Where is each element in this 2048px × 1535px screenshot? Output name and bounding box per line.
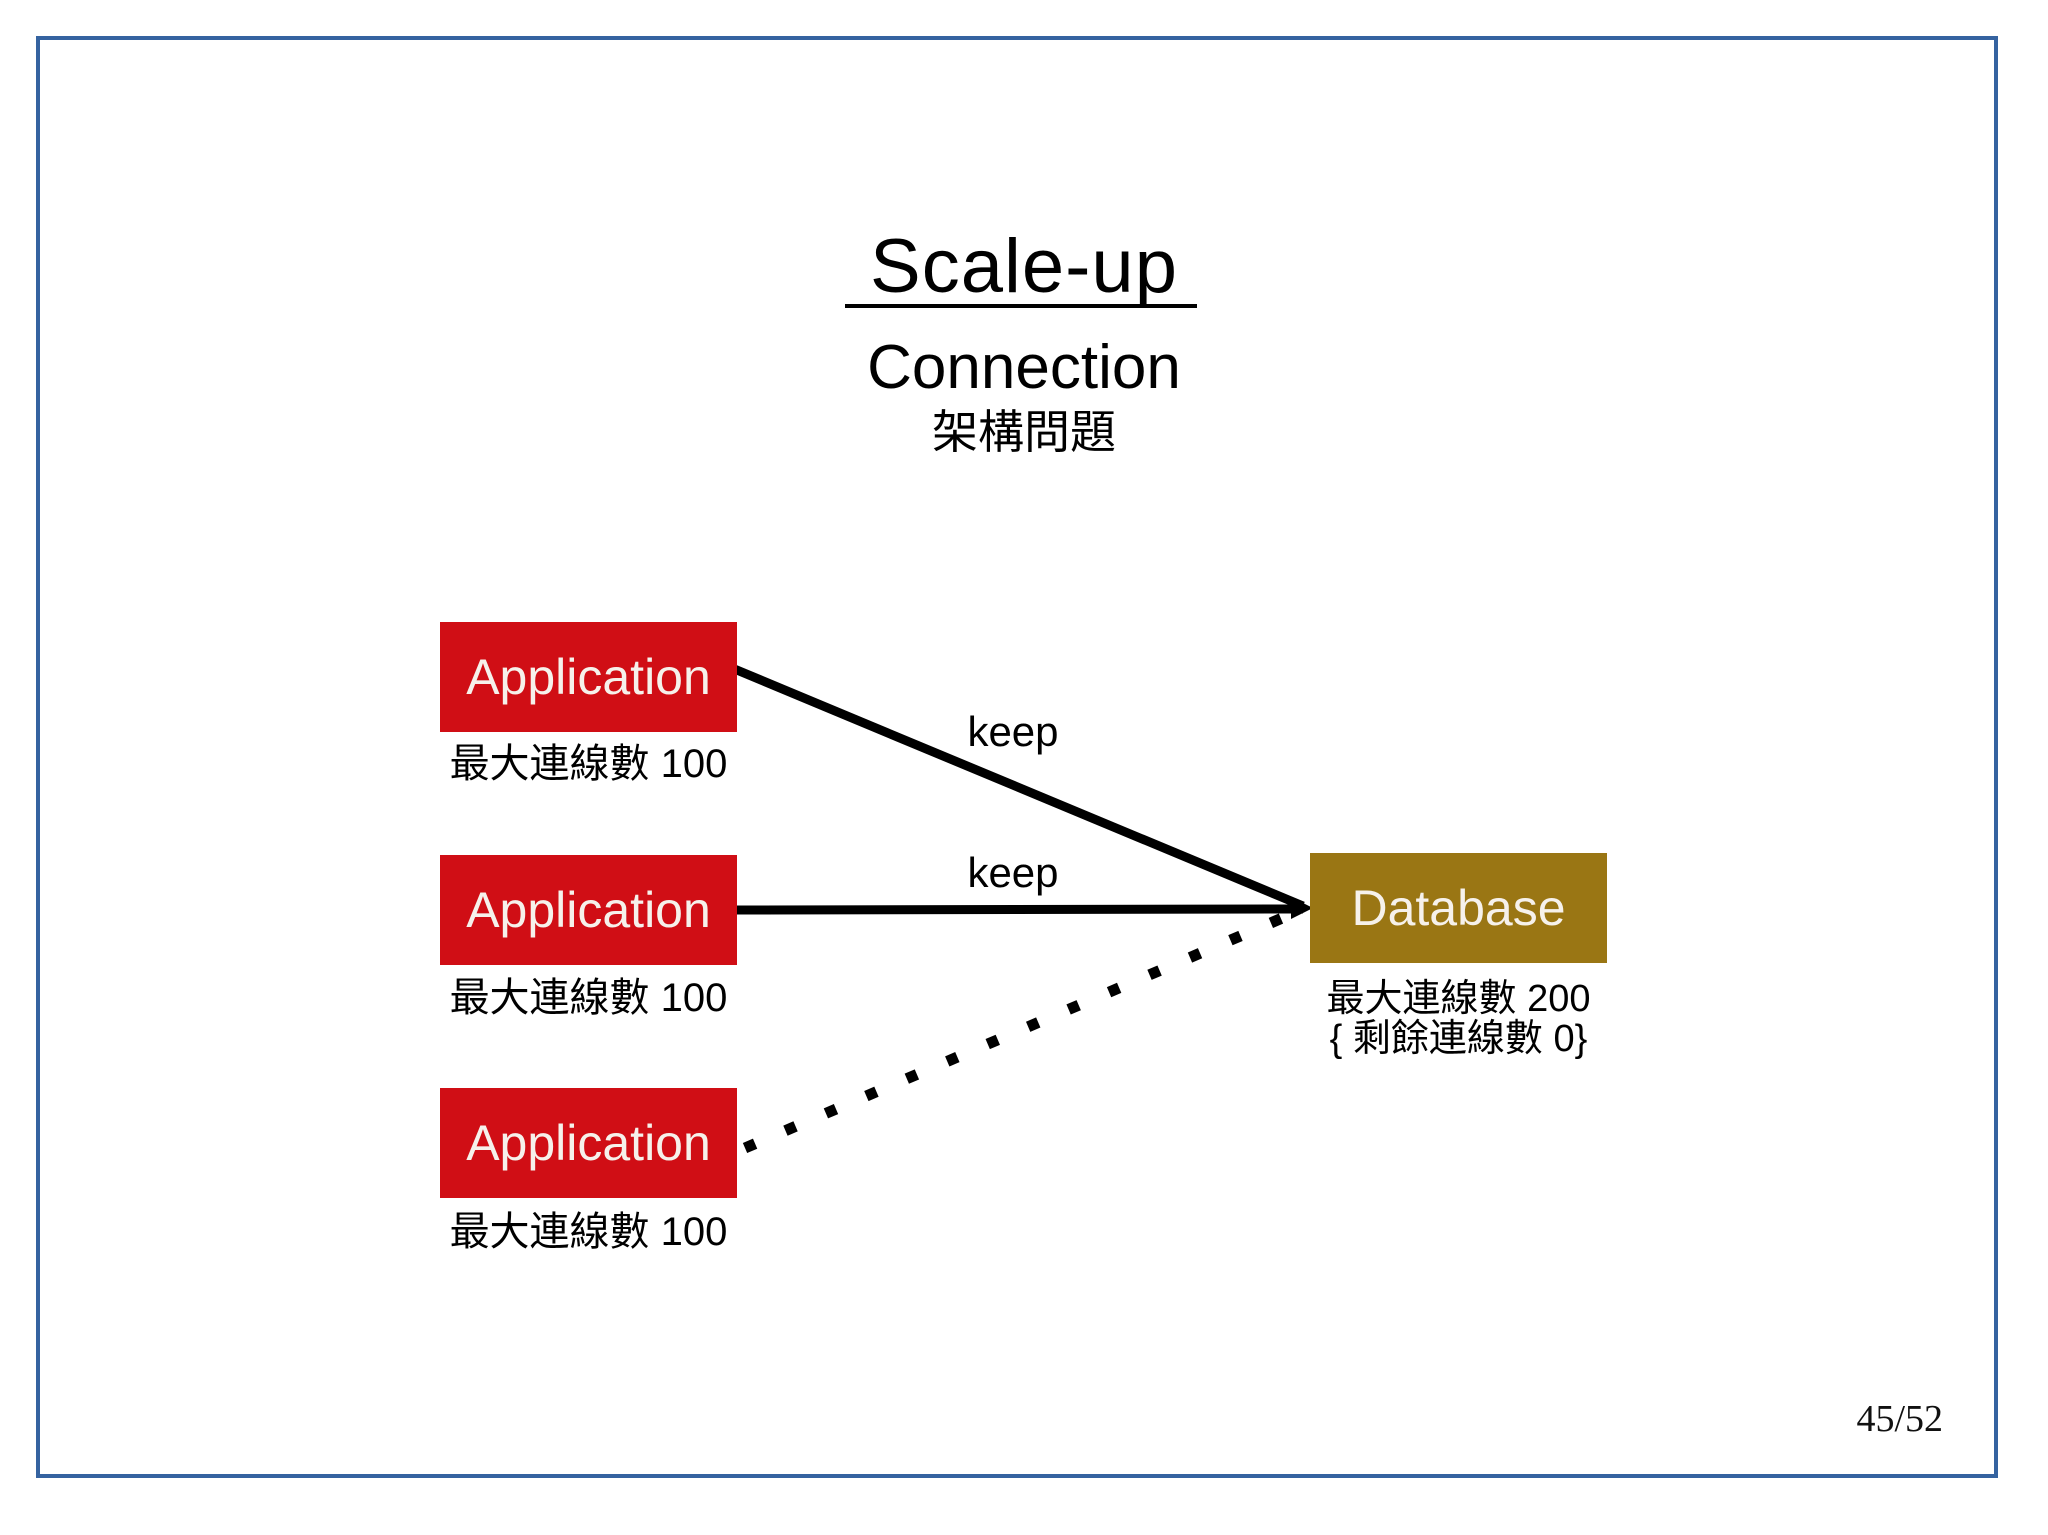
application-node-1: Application (440, 622, 737, 732)
database-node: Database (1310, 853, 1607, 963)
connection-line-app1-db (730, 663, 1305, 911)
application-node-3-label: Application (466, 1115, 711, 1171)
slide-topic: 架構問題 (932, 406, 1116, 458)
connection-label-keep-2: keep (967, 849, 1059, 896)
application-node-2-caption: 最大連線數 100 (449, 976, 728, 1020)
database-node-label: Database (1351, 880, 1566, 936)
database-node-caption: 最大連線數 200 { 剩餘連線數 0} (1280, 979, 1637, 1059)
application-node-1-label: Application (466, 649, 711, 705)
database-caption-line2: { 剩餘連線數 0} (1329, 1018, 1588, 1060)
arrowhead-into-database (1291, 897, 1313, 919)
application-node-2-label: Application (466, 882, 711, 938)
application-node-3-caption: 最大連線數 100 (449, 1210, 728, 1254)
page-number: 45/52 (1856, 1398, 1943, 1440)
connection-line-app2-db (731, 904, 1304, 915)
application-node-3: Application (440, 1088, 737, 1198)
slide-border-frame (36, 36, 1998, 1478)
connection-line-app3-db-dotted (742, 910, 1290, 1154)
application-node-2: Application (440, 855, 737, 965)
database-caption-line1: 最大連線數 200 (1326, 978, 1591, 1020)
slide-subtitle: Connection (867, 333, 1181, 402)
slide-title: Scale-up (870, 224, 1178, 309)
application-node-1-caption: 最大連線數 100 (449, 742, 728, 786)
connection-label-keep-1: keep (967, 708, 1059, 755)
slide-title-underline (845, 304, 1197, 308)
